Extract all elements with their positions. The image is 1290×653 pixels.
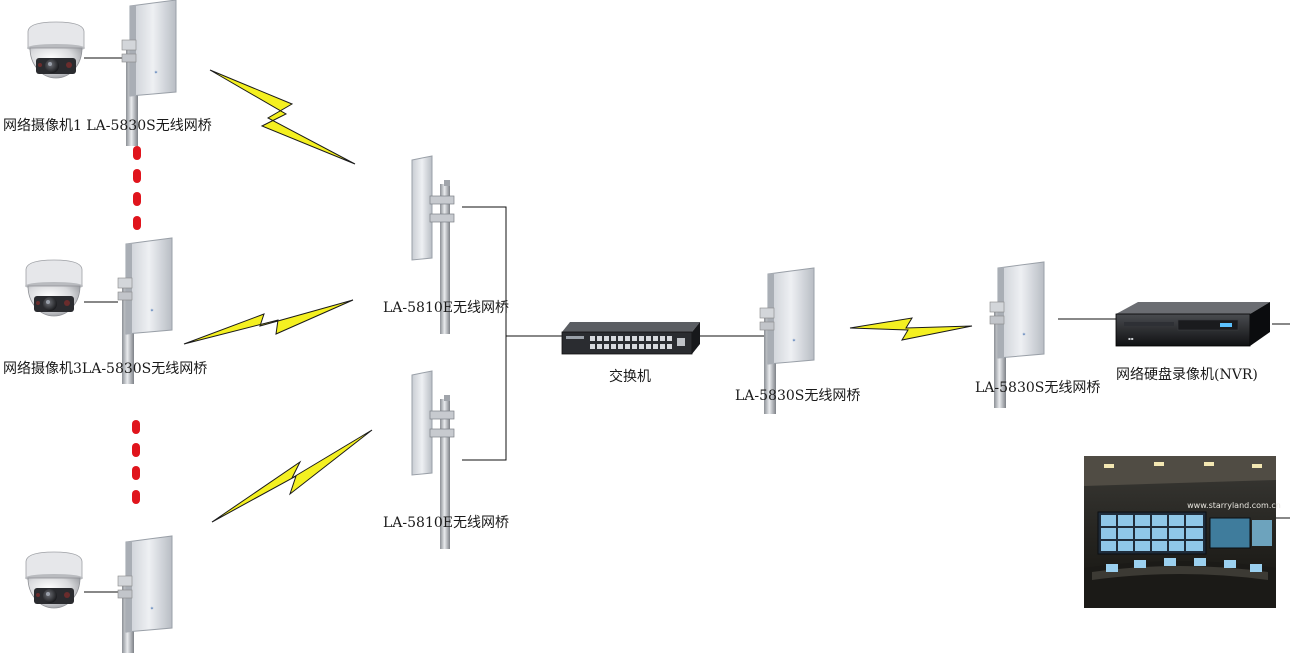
link-bridge-b-label: LA-5830S无线网桥 — [975, 380, 1101, 396]
hub-bridge-top-label: LA-5810E无线网桥 — [383, 300, 509, 316]
control-room-photo: www.starryland.com.cn — [1084, 456, 1281, 608]
ptz-camera-icon — [24, 551, 84, 609]
link-bridge-a-label: LA-5830S无线网桥 — [735, 388, 861, 404]
more-cameras-dots-bottom — [132, 420, 140, 504]
hub-bridges-cable — [462, 206, 507, 461]
lightning-bolt-icon — [183, 299, 354, 345]
more-cameras-dots-top — [133, 146, 141, 230]
wireless-links — [183, 69, 973, 523]
nvr-label: 网络硬盘录像机(NVR) — [1116, 367, 1258, 383]
ptz-camera-icon — [24, 259, 84, 317]
network-switch-icon — [561, 322, 700, 355]
lightning-bolt-icon — [849, 317, 973, 341]
lightning-bolt-icon — [211, 429, 373, 523]
hub-bridge-bottom-label: LA-5810E无线网桥 — [383, 515, 509, 531]
ptz-camera-icon — [26, 21, 86, 79]
camera1-label: 网络摄像机1 LA-5830S无线网桥 — [3, 118, 212, 134]
switch-label: 交换机 — [609, 369, 651, 385]
watermark-text: www.starryland.com.cn — [1187, 501, 1281, 510]
cable-links — [84, 57, 1290, 593]
camera3-label: 网络摄像机3LA-5830S无线网桥 — [3, 361, 208, 377]
panel-antenna-icon — [117, 535, 173, 653]
lightning-bolt-icon — [209, 69, 356, 165]
nvr-recorder-icon: ▪▪ — [1115, 302, 1270, 347]
svg-text:▪▪: ▪▪ — [1128, 336, 1134, 341]
